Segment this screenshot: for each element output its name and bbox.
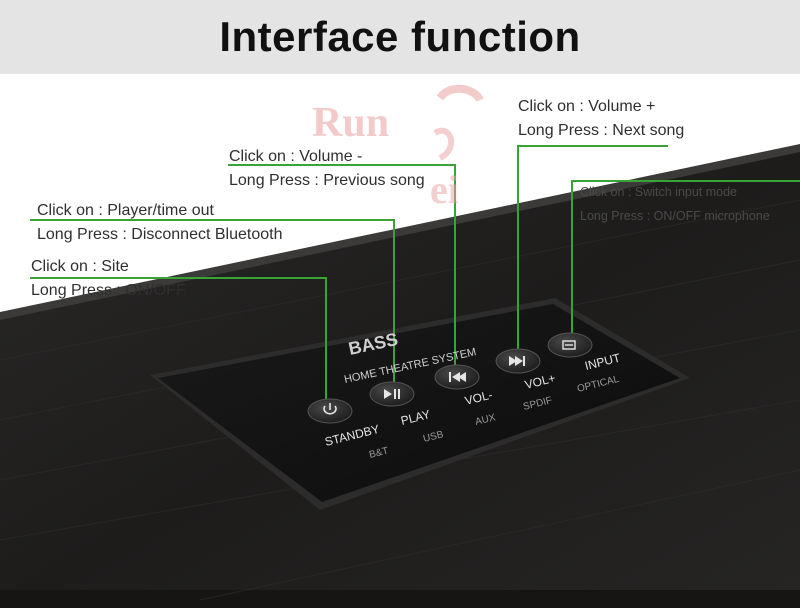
button-sublabels: B&T USB AUX SPDIF OPTICAL bbox=[368, 374, 621, 461]
input-button bbox=[547, 332, 593, 358]
page-header: Interface function bbox=[0, 0, 800, 74]
callout-click-text: Click on : Switch input mode bbox=[580, 185, 738, 199]
callout-click-text: Click on : Volume - bbox=[229, 148, 363, 165]
callout-click-text: Click on : Volume + bbox=[518, 98, 656, 115]
callout-vol-minus: Click on : Volume - Long Press : Previou… bbox=[229, 145, 425, 193]
button-labels: STANDBY PLAY VOL- VOL+ INPUT bbox=[323, 350, 622, 448]
button-label-2: VOL- bbox=[463, 388, 494, 408]
callout-input: Click on : Switch input mode Long Press … bbox=[580, 180, 770, 228]
play-button bbox=[369, 381, 415, 407]
device-subtitle: HOME THEATRE SYSTEM bbox=[343, 346, 477, 386]
callout-vol-plus: Click on : Volume + Long Press : Next so… bbox=[518, 95, 684, 143]
device-brand: BASS bbox=[347, 329, 400, 359]
play-pause-icon bbox=[384, 389, 400, 399]
button-sublabel-3: SPDIF bbox=[522, 395, 553, 413]
callout-standby: Click on : Site Long Press : ON/OFF bbox=[31, 255, 186, 303]
button-label-4: INPUT bbox=[583, 350, 622, 372]
control-panel bbox=[158, 304, 680, 502]
callout-long-text: Long Press : ON/OFF bbox=[31, 282, 186, 299]
button-label-3: VOL+ bbox=[523, 371, 556, 392]
callout-click-text: Click on : Player/time out bbox=[37, 202, 214, 219]
callout-long-text: Long Press : Disconnect Bluetooth bbox=[37, 226, 283, 243]
callout-long-text: Long Press : ON/OFF microphone bbox=[580, 209, 770, 223]
standby-button bbox=[307, 398, 353, 424]
vol-minus-button bbox=[434, 364, 480, 390]
button-label-0: STANDBY bbox=[323, 422, 381, 449]
callout-play: Click on : Player/time out Long Press : … bbox=[37, 199, 282, 247]
input-icon bbox=[562, 340, 576, 350]
vol-plus-button bbox=[495, 348, 541, 374]
speaker-front-band bbox=[0, 590, 800, 608]
button-sublabel-4: OPTICAL bbox=[576, 374, 621, 395]
svg-text:Run: Run bbox=[312, 100, 389, 146]
button-label-1: PLAY bbox=[399, 407, 431, 428]
button-sublabel-2: AUX bbox=[474, 412, 497, 428]
svg-text:ei: ei bbox=[430, 167, 459, 212]
callout-long-text: Long Press : Previous song bbox=[229, 172, 425, 189]
button-icons bbox=[323, 340, 576, 415]
device-buttons bbox=[307, 332, 593, 424]
power-icon bbox=[323, 403, 337, 415]
page-title: Interface function bbox=[219, 13, 581, 60]
button-sublabel-0: B&T bbox=[368, 446, 390, 461]
control-panel-bezel bbox=[150, 298, 690, 510]
callout-click-text: Click on : Site bbox=[31, 258, 129, 275]
button-sublabel-1: USB bbox=[422, 429, 445, 445]
next-track-icon bbox=[509, 356, 525, 366]
previous-track-icon bbox=[449, 372, 466, 382]
brand-watermark-logo: Run ei bbox=[312, 84, 484, 212]
callout-long-text: Long Press : Next song bbox=[518, 122, 685, 139]
